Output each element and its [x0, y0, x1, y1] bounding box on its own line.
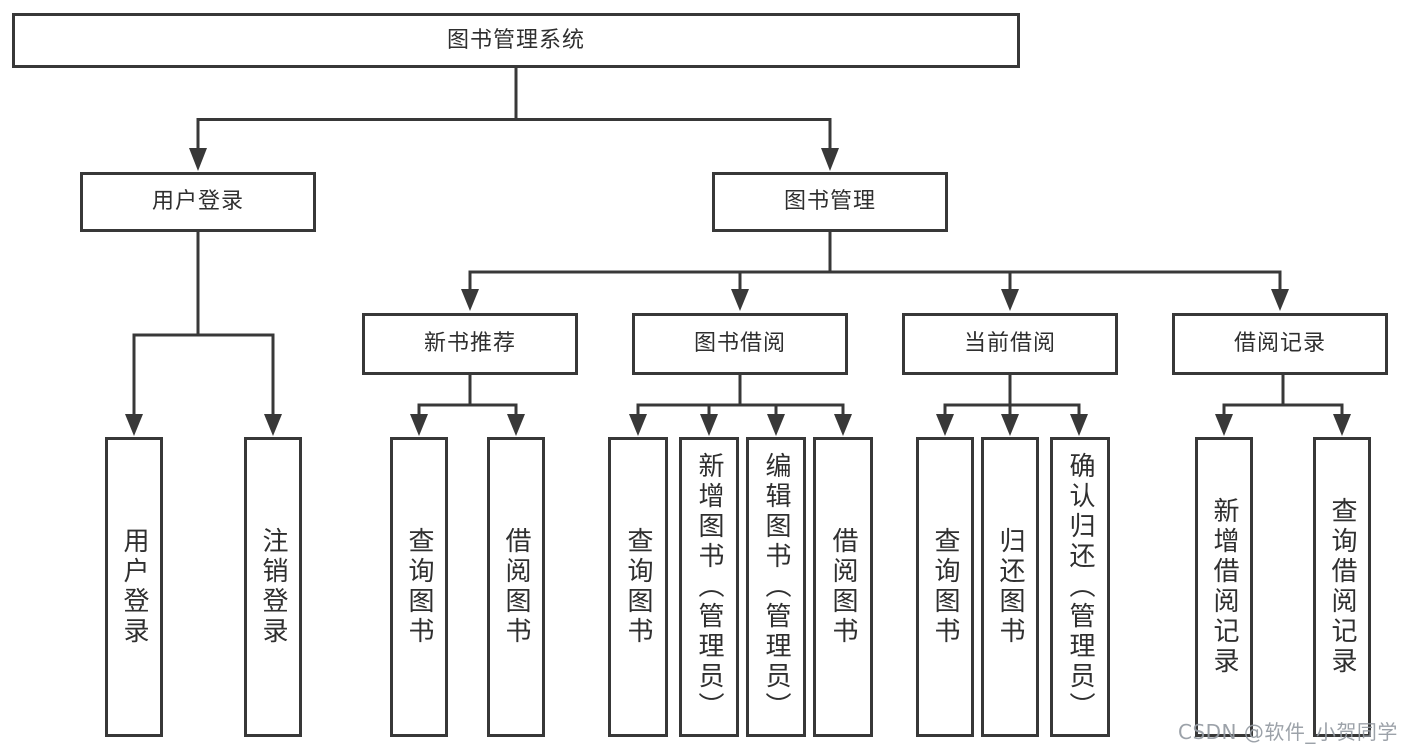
connector-new-book-to-leaves — [417, 375, 518, 418]
node-label: 图书管理 — [783, 189, 876, 214]
leaf-add-book-admin: 新增图书（管理员） — [679, 437, 739, 737]
connector-user-login-to-leaves — [132, 232, 275, 416]
node-library-system-root: 图书管理系统 — [12, 13, 1020, 68]
leaf-label: 借阅图书 — [501, 527, 531, 647]
leaf-label: 查询图书 — [404, 527, 434, 647]
leaf-borrow-books-recommend: 借阅图书 — [487, 437, 545, 737]
arrowhead-leaf-a2 — [264, 414, 282, 436]
leaf-add-borrow-record: 新增借阅记录 — [1195, 437, 1253, 737]
arrowhead-current-borrow — [1001, 289, 1019, 311]
leaf-query-books-recommend: 查询图书 — [390, 437, 448, 737]
leaf-user-login: 用户登录 — [105, 437, 163, 737]
node-borrowing-records: 借阅记录 — [1172, 313, 1388, 375]
arrowhead-records — [1271, 289, 1289, 311]
leaf-label: 归还图书 — [995, 527, 1025, 647]
leaf-label: 确认归还（管理员） — [1065, 452, 1095, 722]
node-user-login: 用户登录 — [80, 172, 316, 232]
leaf-label: 用户登录 — [119, 527, 149, 647]
node-current-borrowing: 当前借阅 — [902, 313, 1118, 375]
leaf-label: 查询图书 — [623, 527, 653, 647]
leaf-label: 查询图书 — [930, 527, 960, 647]
leaf-return-book: 归还图书 — [981, 437, 1039, 737]
arrowhead-leaf-b2 — [507, 414, 525, 436]
leaf-label: 新增借阅记录 — [1209, 497, 1239, 677]
leaf-confirm-return-admin: 确认归还（管理员） — [1050, 437, 1110, 737]
connector-book-borrow-to-leaves — [636, 375, 845, 418]
arrowhead-leaf-e2 — [1333, 414, 1351, 436]
leaf-label: 借阅图书 — [828, 527, 858, 647]
arrowhead-leaf-c3 — [767, 414, 785, 436]
arrowhead-book-borrow — [731, 289, 749, 311]
leaf-query-books-borrowing: 查询图书 — [608, 437, 668, 737]
node-new-book-recommend: 新书推荐 — [362, 313, 578, 375]
leaf-label: 编辑图书（管理员） — [761, 452, 791, 722]
leaf-label: 注销登录 — [258, 527, 288, 647]
connector-book-mgmt-to-level3 — [468, 232, 1282, 291]
arrowhead-leaf-c1 — [629, 414, 647, 436]
connector-current-borrow-to-leaves — [943, 375, 1081, 418]
arrowhead-user-login — [189, 148, 207, 171]
node-label: 借阅记录 — [1233, 331, 1326, 356]
watermark-text: CSDN @软件_小贺同学 — [1178, 720, 1398, 744]
connector-records-to-leaves — [1222, 375, 1344, 418]
leaf-label: 查询借阅记录 — [1327, 497, 1357, 677]
node-label: 图书管理系统 — [446, 27, 585, 53]
leaf-borrow-books: 借阅图书 — [813, 437, 873, 737]
node-label: 当前借阅 — [963, 331, 1056, 356]
node-label: 图书借阅 — [693, 331, 786, 356]
node-book-borrowing: 图书借阅 — [632, 313, 848, 375]
arrowhead-leaf-c4 — [834, 414, 852, 436]
node-book-management: 图书管理 — [712, 172, 948, 232]
arrowhead-leaf-d1 — [936, 414, 954, 436]
node-label: 用户登录 — [151, 189, 244, 214]
arrowhead-leaf-d2 — [1001, 414, 1019, 436]
leaf-query-borrow-record: 查询借阅记录 — [1313, 437, 1371, 737]
arrowhead-leaf-d3 — [1070, 414, 1088, 436]
connector-root-to-level2 — [196, 68, 832, 150]
arrowhead-leaf-e1 — [1215, 414, 1233, 436]
arrowhead-leaf-c2 — [700, 414, 718, 436]
leaf-query-books-current: 查询图书 — [916, 437, 974, 737]
arrowhead-leaf-a1 — [125, 414, 143, 436]
leaf-logout: 注销登录 — [244, 437, 302, 737]
leaf-label: 新增图书（管理员） — [694, 452, 724, 722]
arrowhead-leaf-b1 — [410, 414, 428, 436]
arrowhead-book-mgmt — [821, 148, 839, 171]
node-label: 新书推荐 — [423, 331, 516, 356]
leaf-edit-book-admin: 编辑图书（管理员） — [746, 437, 806, 737]
arrowhead-new-book — [461, 289, 479, 311]
